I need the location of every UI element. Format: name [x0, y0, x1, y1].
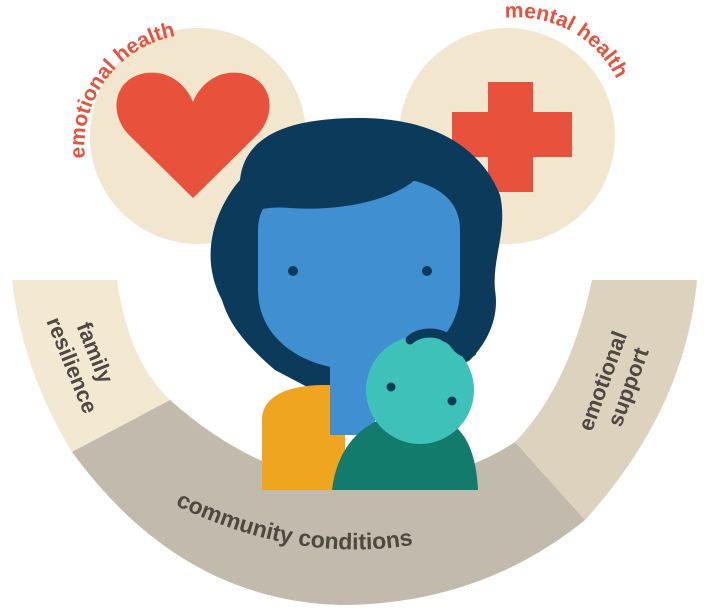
baby-illustration [332, 328, 478, 490]
mother-shirt [262, 385, 345, 490]
family-resilience-segment [12, 280, 170, 452]
heart-icon [116, 72, 270, 198]
emotional-support-segment [515, 280, 697, 520]
baby-left-eye [386, 382, 396, 392]
mother-face [258, 175, 460, 370]
mother-hair-fringe [242, 141, 488, 215]
community-conditions-segment [72, 400, 585, 605]
mother-right-eye [422, 266, 432, 276]
medical-cross-icon [452, 82, 572, 192]
baby-head [366, 336, 474, 444]
baby-hair-curl [405, 328, 477, 358]
mother-left-eye [288, 266, 298, 276]
baby-right-eye [447, 396, 457, 406]
